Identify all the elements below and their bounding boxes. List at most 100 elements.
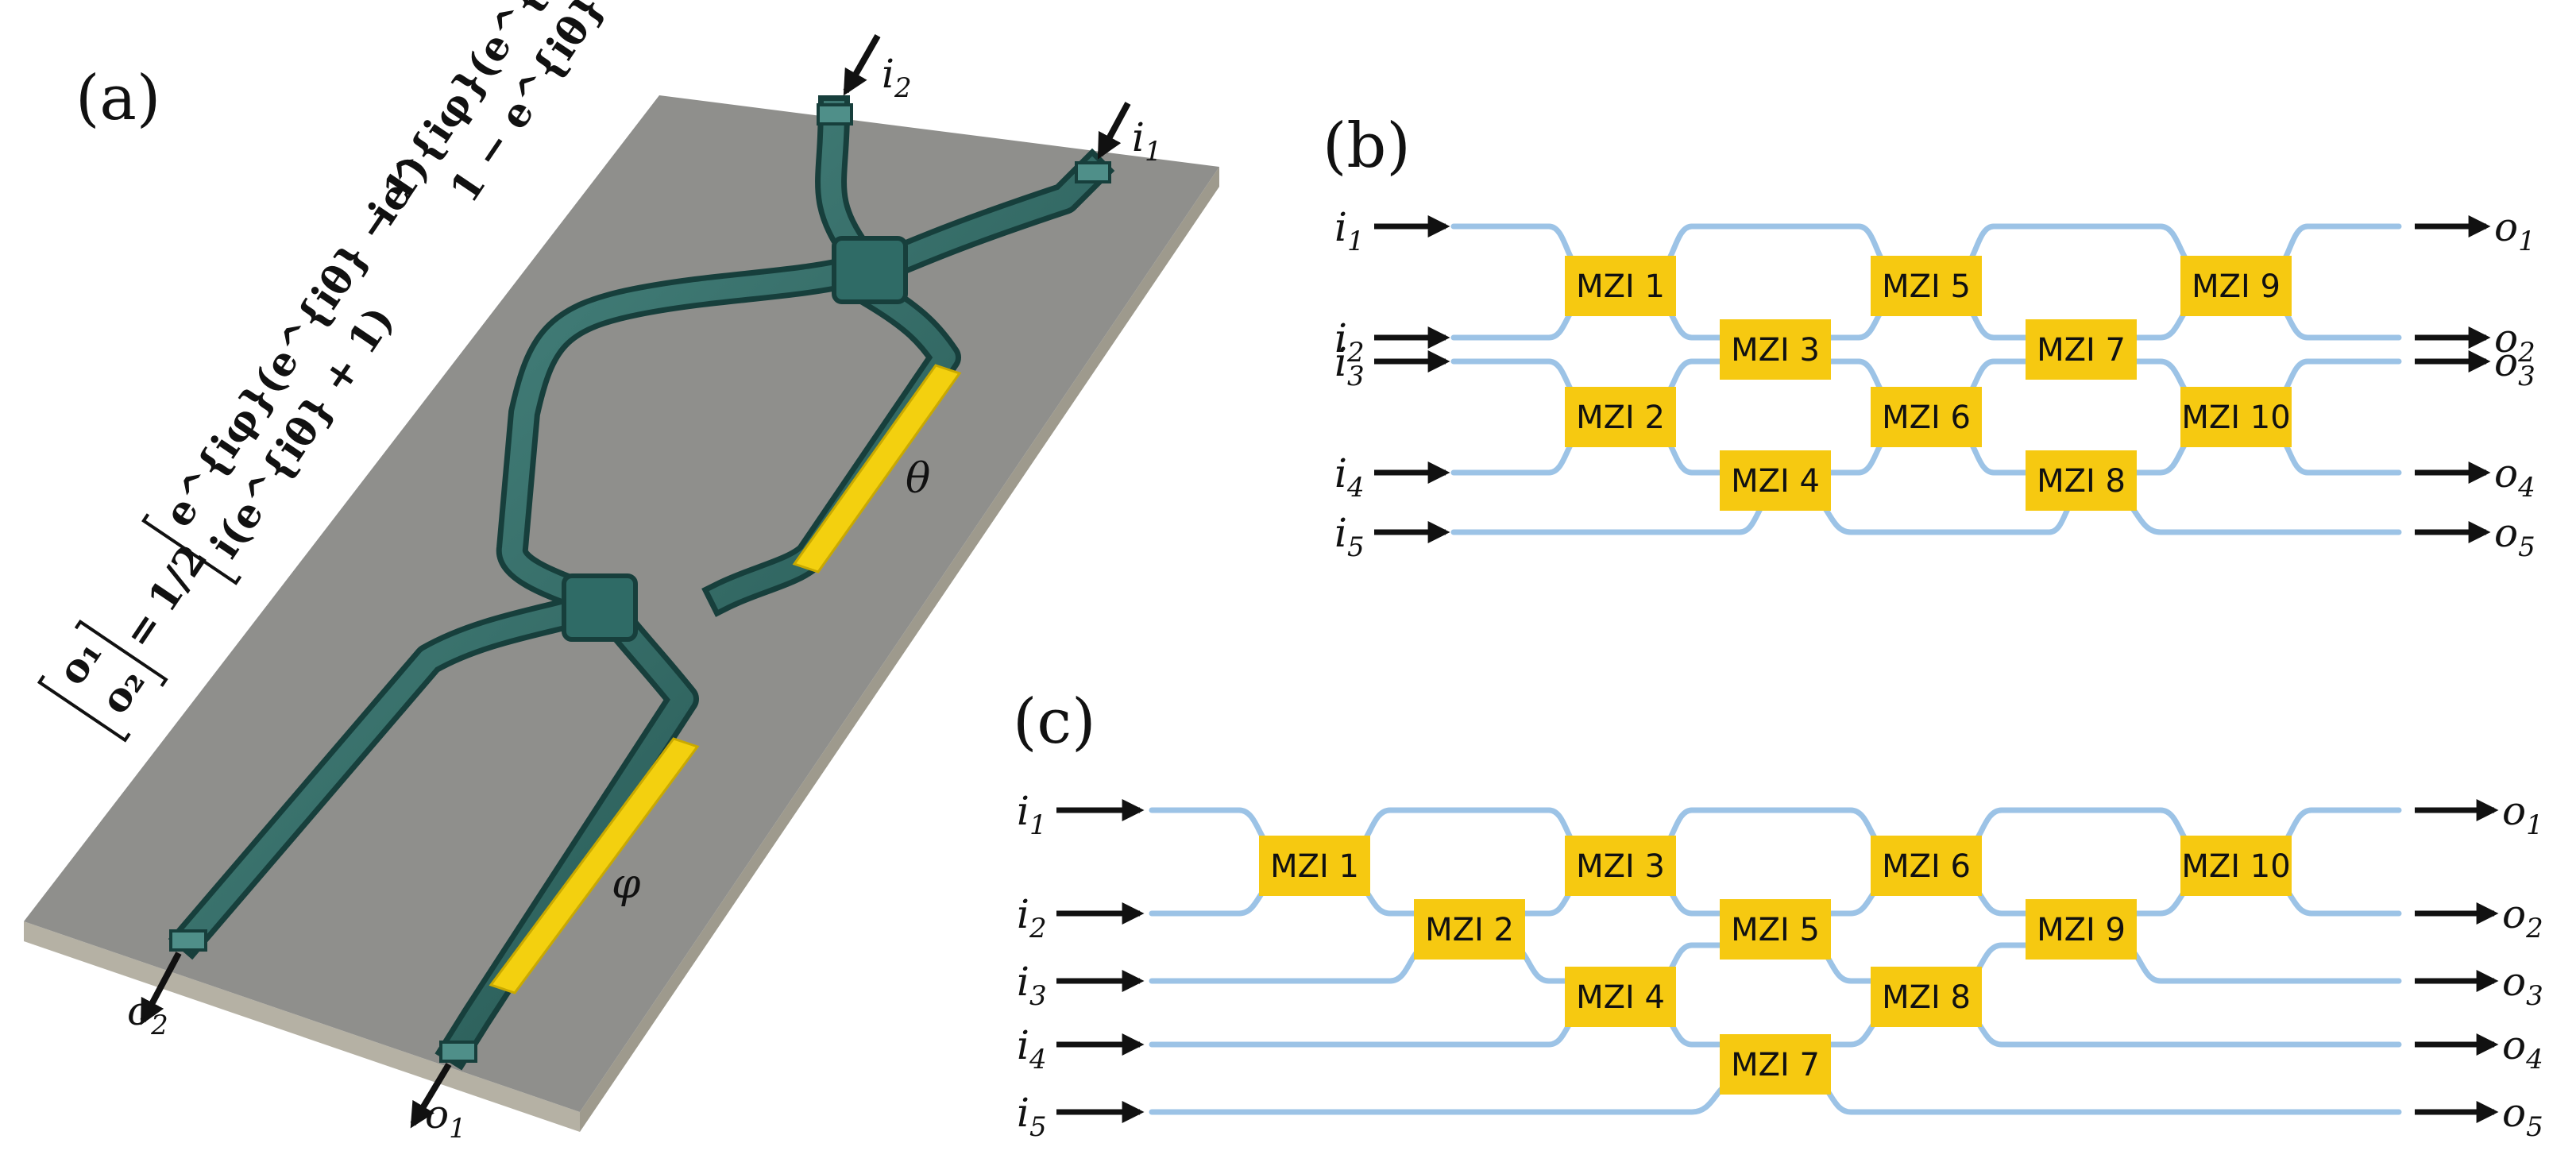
mzi-8: MZI 8 bbox=[2026, 450, 2137, 511]
output-label-2: o2 bbox=[2502, 891, 2543, 944]
mzi-label: MZI 9 bbox=[2037, 912, 2126, 948]
mzi-box bbox=[1565, 256, 1676, 316]
mzi-5: MZI 5 bbox=[1871, 256, 1982, 316]
output-label-5: o5 bbox=[2502, 1090, 2543, 1143]
mzi-label: MZI 8 bbox=[1882, 979, 1971, 1016]
output-label-5: o5 bbox=[2494, 510, 2535, 563]
mzi-label: MZI 8 bbox=[2037, 463, 2126, 500]
mzi-7: MZI 7 bbox=[1720, 1034, 1831, 1095]
eq-bracket-lhs bbox=[37, 620, 168, 743]
mzi-1: MZI 1 bbox=[1259, 836, 1370, 896]
mzi-label: MZI 3 bbox=[1576, 848, 1665, 885]
mzi-1: MZI 1 bbox=[1565, 256, 1676, 316]
mzi-label: MZI 5 bbox=[1882, 268, 1971, 305]
mzi-9: MZI 9 bbox=[2026, 899, 2137, 960]
panel-a-label: (a) bbox=[75, 63, 160, 134]
mzi-box bbox=[1259, 836, 1370, 896]
mzi-label: MZI 1 bbox=[1576, 268, 1665, 305]
input-label-3: i3 bbox=[1334, 339, 1365, 392]
mzi-label: MZI 6 bbox=[1882, 848, 1971, 885]
mzi-label: MZI 10 bbox=[2181, 400, 2290, 436]
output-label-1: o1 bbox=[2494, 204, 2535, 257]
port-label-a-o2: o2 bbox=[127, 988, 168, 1041]
port-label-a-i1: i1 bbox=[1132, 114, 1162, 168]
arrow-out-o2 bbox=[140, 952, 182, 1025]
output-label-1: o1 bbox=[2502, 788, 2543, 841]
mzi-7: MZI 7 bbox=[2026, 319, 2137, 380]
input-port-i1 bbox=[1075, 161, 1111, 183]
input-label-3: i3 bbox=[1017, 959, 1047, 1012]
input-port-i2 bbox=[817, 103, 853, 125]
substrate-side-right bbox=[580, 167, 1219, 1132]
mzi-6: MZI 6 bbox=[1871, 387, 1982, 447]
port-label-a-o1: o1 bbox=[425, 1091, 466, 1145]
input-label-1: i1 bbox=[1017, 788, 1047, 841]
arrow-out-o1 bbox=[410, 1062, 452, 1129]
mzi-label: MZI 1 bbox=[1270, 848, 1359, 885]
mzi-2: MZI 2 bbox=[1414, 899, 1525, 960]
mzi-2: MZI 2 bbox=[1565, 387, 1676, 447]
output-port-o1 bbox=[439, 1041, 477, 1063]
mzi-label: MZI 4 bbox=[1576, 979, 1665, 1016]
mzi-label: MZI 2 bbox=[1425, 912, 1514, 948]
mzi-box bbox=[1720, 319, 1831, 380]
input-label-2: i2 bbox=[1334, 315, 1365, 369]
mzi-box bbox=[1565, 387, 1676, 447]
mzi-box bbox=[1871, 387, 1982, 447]
panel-c-mzis: MZI 1 MZI 2 MZI 3 MZI 4 MZI 5 MZI 6 MZI 7 MZI 8… bbox=[1259, 836, 2292, 1095]
output-label-4: o4 bbox=[2494, 450, 2535, 504]
eq-fraction: 1/2 bbox=[138, 536, 216, 620]
coupler-bottom bbox=[562, 573, 638, 642]
panel-c-label: (c) bbox=[1013, 686, 1096, 758]
panel-a-ports: i2 i1 o2 o1 bbox=[127, 34, 1162, 1145]
input-label-4: i4 bbox=[1334, 450, 1365, 504]
mzi-box bbox=[1414, 899, 1525, 960]
mzi-label: MZI 4 bbox=[1731, 463, 1820, 500]
phase-label-theta: θ bbox=[906, 455, 930, 503]
mzi-4: MZI 4 bbox=[1565, 967, 1676, 1027]
mzi-box bbox=[1565, 836, 1676, 896]
mzi-box bbox=[1720, 1034, 1831, 1095]
mzi-10: MZI 10 bbox=[2180, 387, 2292, 447]
mzi-box bbox=[1871, 836, 1982, 896]
mzi-box bbox=[1565, 967, 1676, 1027]
mzi-label: MZI 6 bbox=[1882, 400, 1971, 436]
mzi-box bbox=[2180, 256, 2292, 316]
input-label-1: i1 bbox=[1334, 204, 1365, 257]
mzi-label: MZI 7 bbox=[1731, 1047, 1820, 1083]
phase-label-phi: φ bbox=[612, 860, 641, 908]
mzi-box bbox=[2026, 319, 2137, 380]
mzi-box bbox=[2180, 387, 2292, 447]
panel-b-label: (b) bbox=[1323, 110, 1411, 182]
mzi-label: MZI 10 bbox=[2181, 848, 2290, 885]
mzi-5: MZI 5 bbox=[1720, 899, 1831, 960]
mzi-box bbox=[2026, 899, 2137, 960]
mzi-box bbox=[1871, 967, 1982, 1027]
port-label-a-i2: i2 bbox=[882, 51, 912, 104]
mzi-box bbox=[1871, 256, 1982, 316]
mzi-label: MZI 7 bbox=[2037, 332, 2126, 369]
mzi-box bbox=[2026, 450, 2137, 511]
mzi-box bbox=[1720, 450, 1831, 511]
phase-shifter-phi bbox=[489, 737, 700, 994]
eq-bracket-matrix bbox=[141, 0, 678, 585]
output-label-3: o3 bbox=[2502, 959, 2543, 1012]
mzi-label: MZI 9 bbox=[2192, 268, 2281, 305]
panel-c-ports: i1 i2 i3 i4 i5 o1 o2 o3 o4 o5 bbox=[1017, 788, 2543, 1143]
phase-shifter-theta bbox=[792, 364, 962, 573]
output-label-2: o2 bbox=[2494, 315, 2535, 369]
mzi-label: MZI 5 bbox=[1731, 912, 1820, 948]
input-label-5: i5 bbox=[1334, 510, 1365, 563]
mzi-4: MZI 4 bbox=[1720, 450, 1831, 511]
output-label-3: o3 bbox=[2494, 339, 2535, 392]
input-label-2: i2 bbox=[1017, 891, 1047, 944]
output-label-4: o4 bbox=[2502, 1022, 2543, 1075]
arrow-in-i2 bbox=[843, 34, 881, 96]
input-label-4: i4 bbox=[1017, 1022, 1047, 1075]
input-label-5: i5 bbox=[1017, 1090, 1047, 1143]
mzi-box bbox=[1720, 899, 1831, 960]
